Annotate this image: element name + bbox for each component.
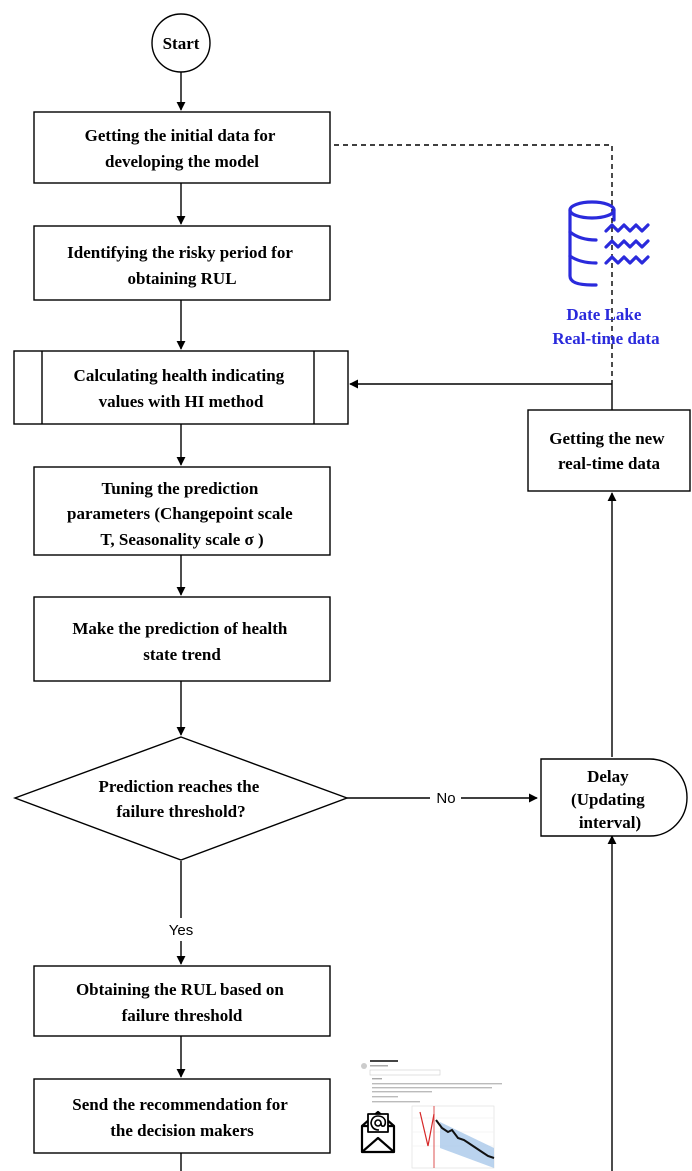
dashed-data-lake-link xyxy=(334,144,613,384)
thumbnail-toolbar xyxy=(369,1069,441,1076)
thumbnail-body-line-4 xyxy=(372,1096,398,1098)
connectors xyxy=(176,72,617,1171)
thumbnail-body-line-5 xyxy=(372,1101,420,1103)
initial-data-line-1: Getting the initial data for xyxy=(85,126,276,145)
mini-chart-red-line xyxy=(419,1111,435,1147)
thumbnail-sender xyxy=(370,1065,388,1067)
decision-label: Prediction reaches the failure threshold… xyxy=(98,777,263,821)
new-data-box: Getting the new real-time data xyxy=(527,409,691,492)
database-top xyxy=(568,200,616,220)
new-data-line-1: Getting the new xyxy=(549,429,665,448)
delay-line-2: (Updating xyxy=(571,790,645,809)
tuning-rect xyxy=(33,466,331,556)
recommend-line-2: the decision makers xyxy=(110,1121,254,1140)
initial-data-rect xyxy=(33,111,331,184)
database-waves-icon xyxy=(568,200,650,287)
yes-label: Yes xyxy=(169,922,193,939)
prediction-line-1: Make the prediction of health xyxy=(72,619,288,638)
thumbnail-body-line-2 xyxy=(372,1087,492,1089)
data-lake-line-2: Real-time data xyxy=(552,329,660,348)
data-lake-line-1: Date Lake xyxy=(566,305,642,324)
database-ring-2 xyxy=(568,254,598,265)
new-data-label: Getting the new real-time data xyxy=(549,429,668,473)
delay-line-3: interval) xyxy=(579,813,641,832)
thumbnail-subject xyxy=(370,1060,398,1062)
thumbnail-avatar xyxy=(361,1063,367,1069)
tuning-line-1: Tuning the prediction xyxy=(101,479,258,498)
wave-1 xyxy=(604,223,650,233)
risky-period-line-2: obtaining RUL xyxy=(127,269,236,288)
data-lake-label: Date Lake Real-time data xyxy=(552,305,660,348)
health-values-box: Calculating health indicating values wit… xyxy=(13,350,349,425)
new-data-line-2: real-time data xyxy=(558,454,661,473)
thumbnail-body-line-3 xyxy=(372,1091,432,1093)
risky-period-line-1: Identifying the risky period for xyxy=(67,243,293,262)
health-values-rect xyxy=(13,350,349,425)
prediction-box: Make the prediction of health state tren… xyxy=(33,596,331,682)
decision-shape xyxy=(12,736,350,861)
tuning-box: Tuning the prediction parameters (Change… xyxy=(33,466,331,556)
delay-line-1: Delay xyxy=(587,767,629,786)
thumbnail-body-line-1 xyxy=(372,1083,502,1085)
start-label: Start xyxy=(163,34,200,53)
delay-node: Delay (Updating interval) xyxy=(540,758,688,837)
start-circle xyxy=(151,13,211,73)
rul-line-1: Obtaining the RUL based on xyxy=(76,980,284,999)
rul-line-2: failure threshold xyxy=(122,1006,243,1025)
mini-chart-series xyxy=(435,1119,495,1159)
at-sign-outer xyxy=(370,1115,387,1131)
risky-period-label: Identifying the risky period for obtaini… xyxy=(67,243,297,288)
initial-data-box: Getting the initial data for developing … xyxy=(33,111,331,184)
initial-data-label: Getting the initial data for developing … xyxy=(85,126,280,171)
thumbnail-greeting xyxy=(372,1078,382,1080)
database-ring-1 xyxy=(568,230,598,242)
decision-diamond: Prediction reaches the failure threshold… xyxy=(12,736,350,861)
recommend-box: Send the recommendation for the decision… xyxy=(33,1078,331,1154)
prediction-label: Make the prediction of health state tren… xyxy=(72,619,291,664)
wave-2 xyxy=(604,239,650,249)
tuning-label: Tuning the prediction parameters (Change… xyxy=(67,479,297,549)
tuning-line-3: Τ, Seasonality scale σ ) xyxy=(100,530,263,549)
health-values-line-1: Calculating health indicating xyxy=(74,366,285,385)
decision-line-1: Prediction reaches the xyxy=(98,777,259,796)
risky-period-box: Identifying the risky period for obtaini… xyxy=(33,225,331,301)
prediction-line-2: state trend xyxy=(143,645,221,664)
health-values-line-2: values with HI method xyxy=(99,392,264,411)
report-chart-thumbnail xyxy=(346,1056,510,1169)
risky-period-rect xyxy=(33,225,331,301)
delay-label: Delay (Updating interval) xyxy=(571,767,649,832)
start-node: Start xyxy=(151,13,211,73)
decision-line-2: failure threshold? xyxy=(116,802,245,821)
recommend-line-1: Send the recommendation for xyxy=(72,1095,288,1114)
health-values-label: Calculating health indicating values wit… xyxy=(74,366,289,411)
initial-data-line-2: developing the model xyxy=(105,152,259,171)
new-data-rect xyxy=(527,409,691,492)
envelope-fold xyxy=(361,1136,395,1153)
recommend-label: Send the recommendation for the decision… xyxy=(72,1095,291,1140)
recommend-rect xyxy=(33,1078,331,1154)
tuning-line-2: parameters (Changepoint scale xyxy=(67,504,293,523)
email-at-icon xyxy=(360,1110,396,1154)
rul-label: Obtaining the RUL based on failure thres… xyxy=(76,980,288,1025)
no-label: No xyxy=(436,790,455,807)
wave-3 xyxy=(604,255,650,265)
delay-shape xyxy=(540,758,688,837)
rul-rect xyxy=(33,965,331,1037)
rul-box: Obtaining the RUL based on failure thres… xyxy=(33,965,331,1037)
prediction-rect xyxy=(33,596,331,682)
database-body-left xyxy=(568,208,598,287)
